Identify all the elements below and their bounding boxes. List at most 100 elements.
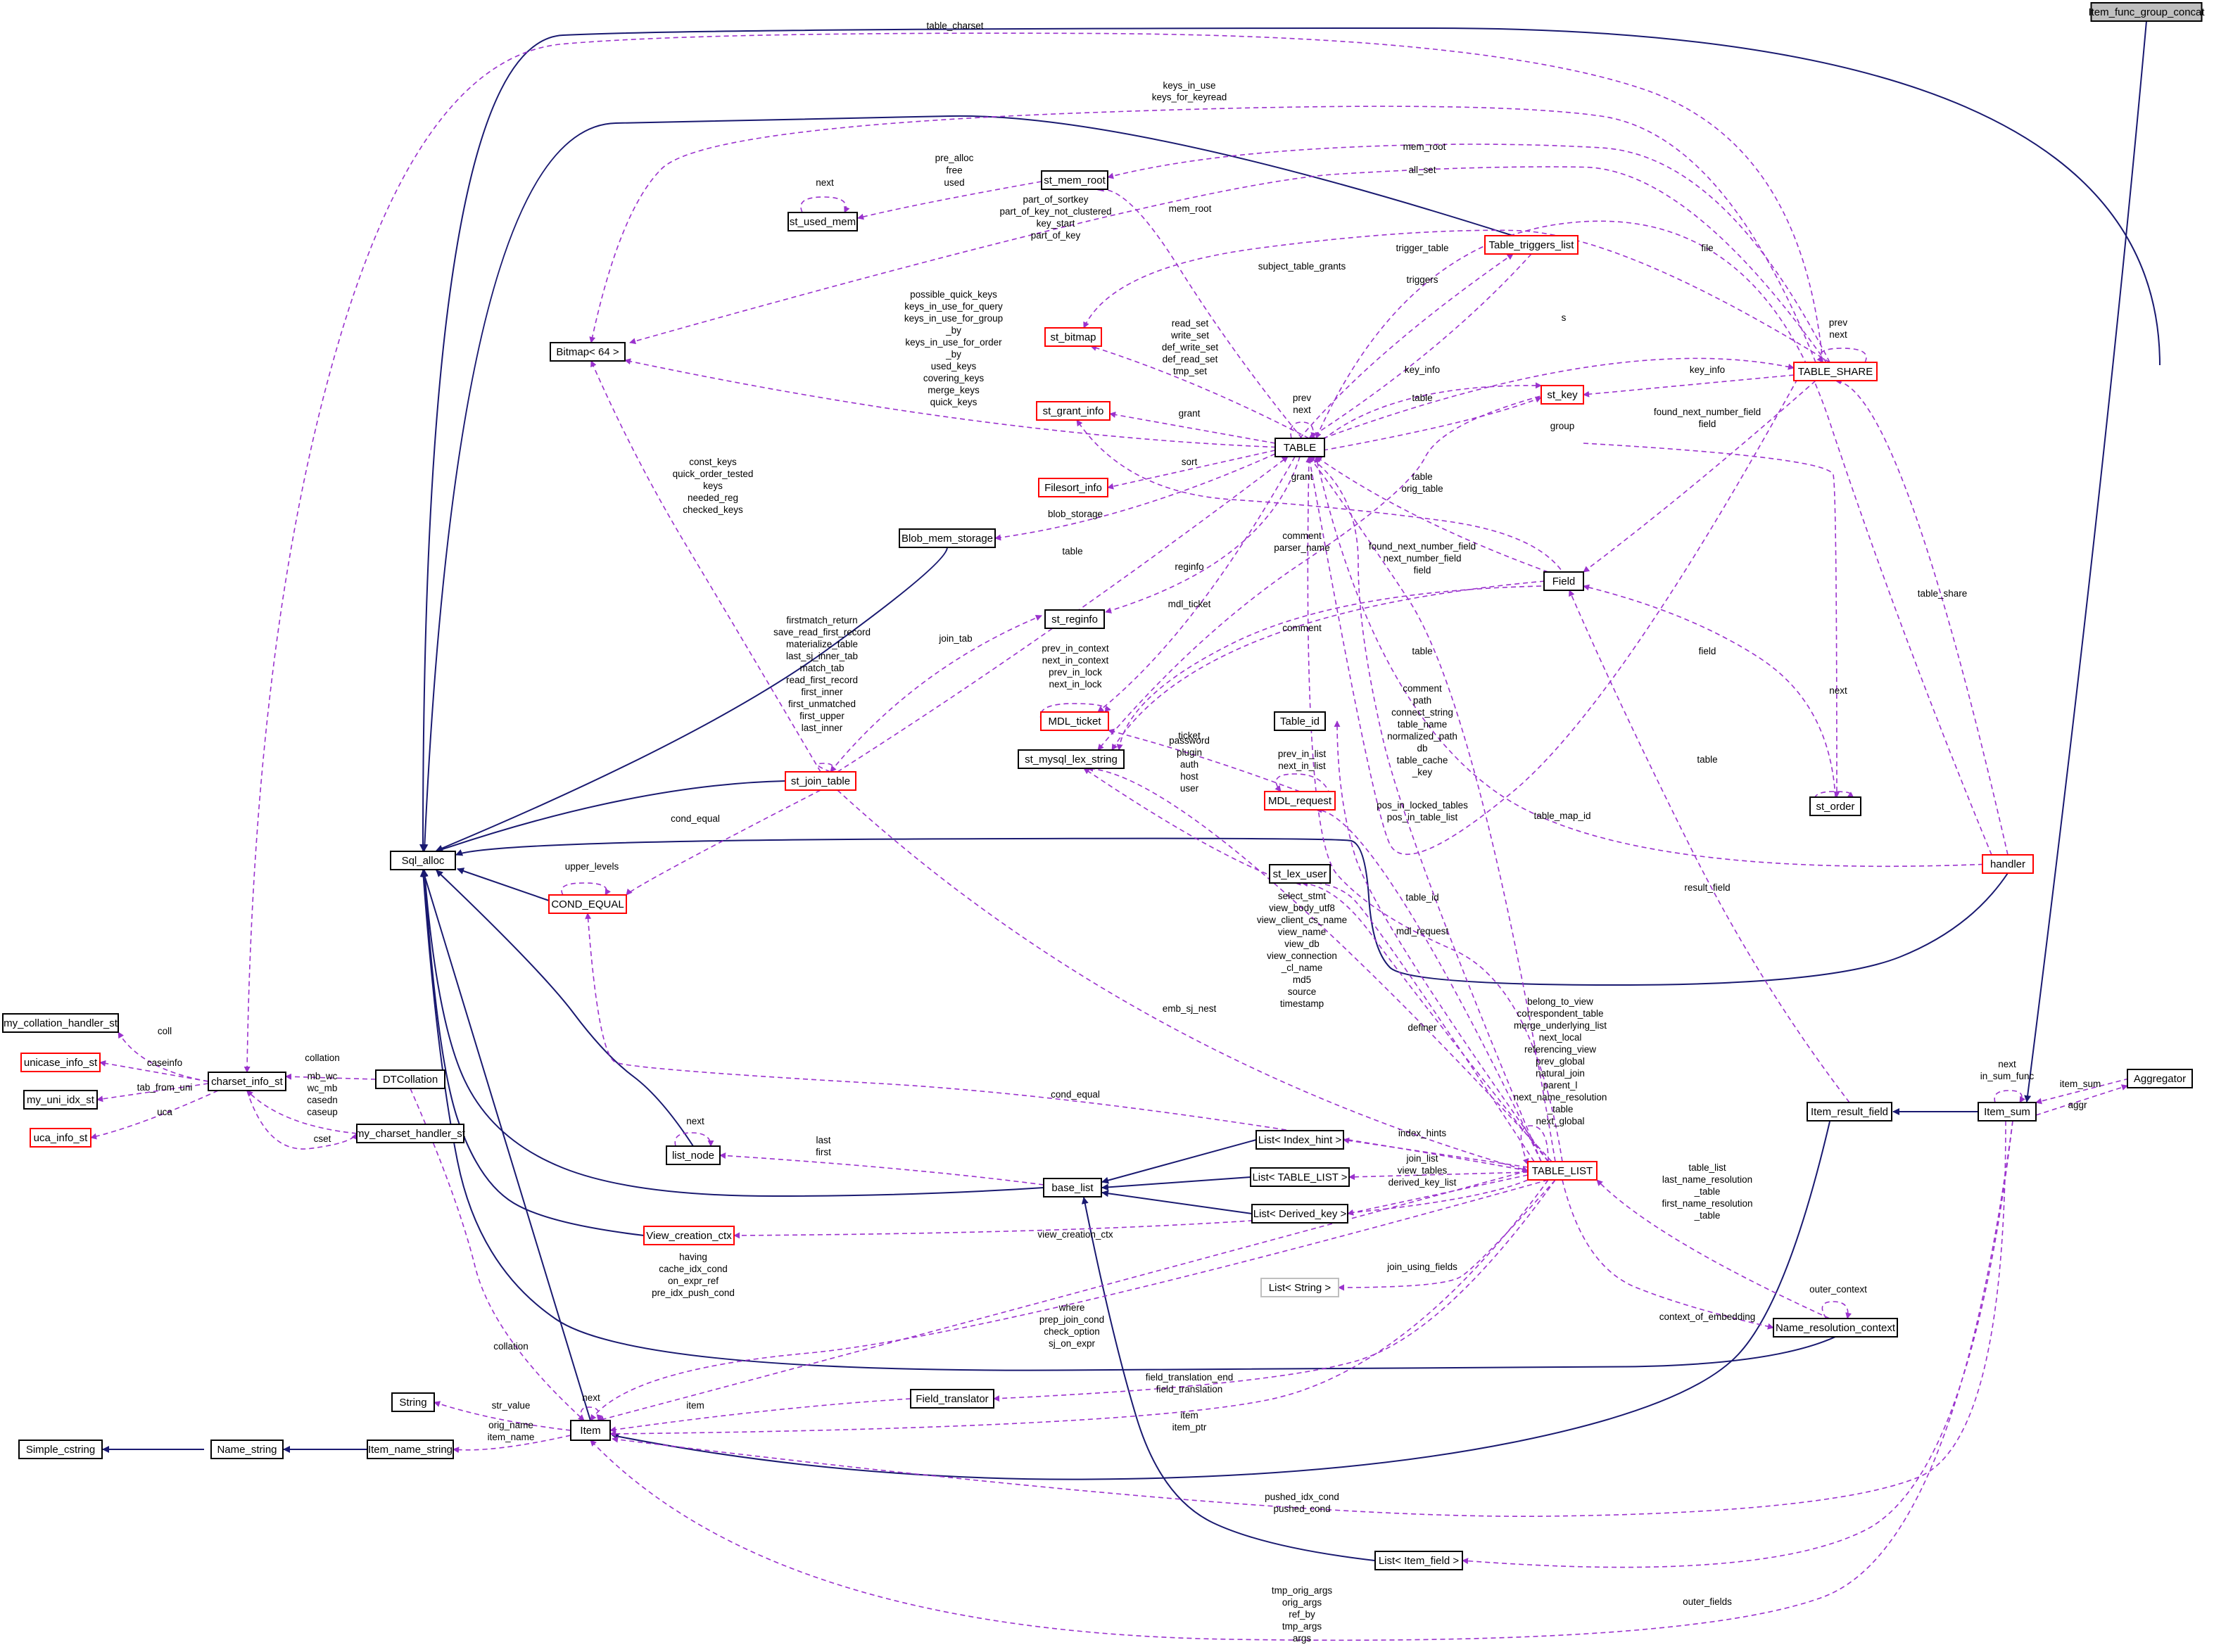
edge-label-s: s bbox=[1562, 312, 1567, 323]
class-node-table-triggers-list[interactable]: Table_triggers_list bbox=[1484, 235, 1579, 255]
class-node-item-result-field[interactable]: Item_result_field bbox=[1807, 1102, 1892, 1122]
edge-label-table-id: table_id bbox=[1405, 892, 1438, 903]
class-node-st-bitmap[interactable]: st_bitmap bbox=[1044, 327, 1102, 347]
class-node-list-item-field[interactable]: List< Item_field > bbox=[1374, 1551, 1463, 1570]
class-box-st-key bbox=[1541, 385, 1584, 405]
class-node-name-string[interactable]: Name_string bbox=[210, 1440, 284, 1459]
class-node-base-list[interactable]: base_list bbox=[1043, 1178, 1102, 1197]
class-name-list-table-list: List< TABLE_LIST > bbox=[1252, 1171, 1347, 1183]
usage-edge-82 bbox=[96, 1083, 209, 1103]
class-node-uca-info-st[interactable]: uca_info_st bbox=[30, 1128, 91, 1148]
class-name-handler: handler bbox=[1990, 858, 2025, 870]
class-node-list-table-list[interactable]: List< TABLE_LIST > bbox=[1250, 1167, 1350, 1187]
edge-label-subject-table-grants: subject_table_grants bbox=[1258, 261, 1346, 272]
class-node-list-derived-key[interactable]: List< Derived_key > bbox=[1251, 1204, 1348, 1224]
usage-edge-97 bbox=[1821, 1301, 1852, 1319]
class-node-st-join-table[interactable]: st_join_table bbox=[785, 771, 856, 791]
class-node-st-key[interactable]: st_key bbox=[1541, 385, 1584, 405]
class-node-field[interactable]: Field bbox=[1543, 571, 1584, 591]
usage-edge-25 bbox=[800, 196, 850, 213]
class-node-list-string[interactable]: List< String > bbox=[1260, 1278, 1339, 1297]
class-name-cond-equal: COND_EQUAL bbox=[551, 898, 624, 910]
class-node-field-translator[interactable]: Field_translator bbox=[910, 1389, 994, 1409]
class-node-st-reginfo[interactable]: st_reginfo bbox=[1044, 609, 1105, 629]
usage-edge-103 bbox=[609, 1398, 911, 1433]
usage-edge-106 bbox=[609, 1179, 1549, 1437]
class-node-mdl-request[interactable]: MDL_request bbox=[1264, 791, 1336, 811]
class-node-table-share[interactable]: TABLE_SHARE bbox=[1793, 362, 1878, 381]
class-node-list-node[interactable]: list_node bbox=[666, 1145, 721, 1165]
edge-label-tab-from-uni: tab_from_uni bbox=[137, 1082, 193, 1093]
class-name-bitmap: Bitmap< 64 > bbox=[556, 346, 619, 358]
inheritance-edge-2 bbox=[612, 1121, 1830, 1480]
class-node-item-name-string[interactable]: Item_name_string bbox=[367, 1440, 454, 1459]
class-node-handler[interactable]: handler bbox=[1982, 854, 2034, 874]
usage-edge-108 bbox=[1462, 1120, 2013, 1568]
class-node-filesort-info[interactable]: Filesort_info bbox=[1038, 478, 1108, 497]
class-node-dtcollation[interactable]: DTCollation bbox=[375, 1069, 445, 1089]
class-node-st-used-mem[interactable]: st_used_mem bbox=[787, 212, 858, 231]
usage-edge-68 bbox=[626, 789, 821, 896]
usage-edge-100 bbox=[597, 1170, 1529, 1423]
class-node-view-creation-ctx[interactable]: View_creation_ctx bbox=[643, 1226, 735, 1245]
usage-edge-51 bbox=[1097, 456, 1296, 713]
class-name-unicase-info-st: unicase_info_st bbox=[24, 1057, 98, 1069]
class-node-my-uni-idx-st[interactable]: my_uni_idx_st bbox=[23, 1090, 98, 1110]
class-node-aggregator[interactable]: Aggregator bbox=[2127, 1069, 2193, 1088]
class-name-my-uni-idx-st: my_uni_idx_st bbox=[27, 1094, 95, 1106]
class-node-name-resolution-context[interactable]: Name_resolution_context bbox=[1773, 1318, 1898, 1338]
class-box-st-bitmap bbox=[1044, 327, 1102, 347]
class-node-string[interactable]: String bbox=[391, 1392, 435, 1412]
class-box-list-item-field bbox=[1374, 1551, 1463, 1570]
class-node-bitmap[interactable]: Bitmap< 64 > bbox=[550, 342, 626, 362]
class-node-st-mysql-lex-string[interactable]: st_mysql_lex_string bbox=[1018, 749, 1125, 769]
class-node-charset-info-st[interactable]: charset_info_st bbox=[208, 1072, 286, 1091]
class-name-list-item-field: List< Item_field > bbox=[1379, 1555, 1459, 1567]
class-name-table-triggers-list: Table_triggers_list bbox=[1489, 239, 1575, 251]
usage-edge-55 bbox=[817, 763, 837, 773]
usage-edge-80 bbox=[118, 1031, 209, 1082]
class-node-item-func-group-concat[interactable]: Item_func_group_concat bbox=[2088, 2, 2205, 22]
edge-label-field-order: field bbox=[1699, 646, 1716, 656]
usage-edge-90 bbox=[719, 1152, 1044, 1186]
class-node-blob-mem-storage[interactable]: Blob_mem_storage bbox=[899, 528, 996, 548]
edge-label-file: file bbox=[1701, 243, 1713, 253]
class-node-item-sum[interactable]: Item_sum bbox=[1978, 1102, 2037, 1122]
class-node-unicase-info-st[interactable]: unicase_info_st bbox=[20, 1053, 101, 1072]
class-node-cond-equal[interactable]: COND_EQUAL bbox=[548, 894, 627, 914]
class-box-my-uni-idx-st bbox=[23, 1090, 98, 1110]
edge-label-str-value: str_value bbox=[492, 1400, 531, 1411]
class-node-table-id[interactable]: Table_id bbox=[1274, 711, 1326, 731]
usage-edge-84 bbox=[285, 1073, 377, 1080]
class-box-filesort-info bbox=[1038, 478, 1108, 497]
class-node-st-grant-info[interactable]: st_grant_info bbox=[1036, 401, 1111, 421]
edge-label-index-hints: index_hints bbox=[1398, 1128, 1447, 1138]
class-box-name-string bbox=[210, 1440, 284, 1459]
usage-edge-75 bbox=[1294, 879, 1535, 1162]
usage-edge-29 bbox=[1308, 253, 1532, 439]
class-node-table-list[interactable]: TABLE_LIST bbox=[1527, 1161, 1598, 1181]
class-node-sql-alloc[interactable]: Sql_alloc bbox=[390, 851, 456, 870]
class-node-my-charset-handler-st[interactable]: my_charset_handler_st bbox=[355, 1124, 466, 1143]
usage-edge-35 bbox=[1290, 421, 1317, 439]
class-node-table[interactable]: TABLE bbox=[1274, 438, 1325, 457]
class-node-list-index-hint[interactable]: List< Index_hint > bbox=[1255, 1130, 1344, 1150]
class-node-st-lex-user[interactable]: st_lex_user bbox=[1269, 864, 1331, 884]
class-node-simple-cstring[interactable]: Simple_cstring bbox=[18, 1440, 103, 1459]
class-node-st-order[interactable]: st_order bbox=[1809, 796, 1861, 816]
class-node-item[interactable]: Item bbox=[570, 1420, 611, 1441]
class-name-st-join-table: st_join_table bbox=[791, 775, 850, 787]
class-node-mdl-ticket[interactable]: MDL_ticket bbox=[1040, 711, 1109, 731]
class-node-my-collation-handler-st[interactable]: my_collation_handler_st bbox=[2, 1013, 119, 1033]
class-box-table-id bbox=[1274, 711, 1326, 731]
class-node-st-mem-root[interactable]: st_mem_root bbox=[1041, 170, 1108, 190]
edge-label-coll: coll bbox=[158, 1026, 172, 1036]
usage-edge-63 bbox=[1274, 773, 1331, 796]
